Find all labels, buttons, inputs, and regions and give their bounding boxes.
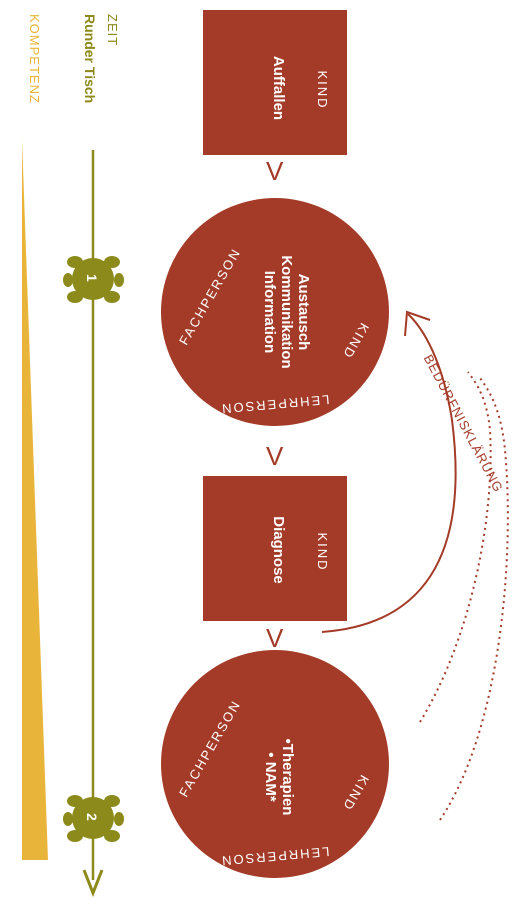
circle-therapien-text: •Therapien • NAM* xyxy=(262,727,296,827)
box-diagnose-title-wrap: Diagnose xyxy=(270,510,287,590)
box-auffallen-text: KIND xyxy=(315,40,330,140)
circle2-line-2: • NAM* xyxy=(262,752,279,802)
box-diagnose-role: KIND xyxy=(315,532,330,572)
box-auffallen-role: KIND xyxy=(315,70,330,110)
box-diagnose-title: Diagnose xyxy=(270,516,287,584)
kompetenz-wedge xyxy=(22,140,48,860)
box-auffallen xyxy=(203,10,347,155)
box-diagnose-role-wrap: KIND xyxy=(315,512,330,592)
round-table-marker-1 xyxy=(63,256,124,303)
circle2-line-1: •Therapien xyxy=(279,738,296,816)
box-diagnose xyxy=(203,476,347,621)
circle1-line-2: Kommunikation xyxy=(278,255,295,369)
flow-arrow-3: V xyxy=(266,623,284,653)
timeline-arrowhead xyxy=(82,869,104,898)
kompetenz-label: KOMPETENZ xyxy=(27,14,42,104)
round-table-marker-2 xyxy=(63,795,124,842)
circle1-line-1: Austausch xyxy=(295,273,312,351)
circle1-line-3: Information xyxy=(261,270,278,354)
box-auffallen-title-wrap: Auffallen xyxy=(270,38,287,138)
dotted-feedback-1 xyxy=(419,371,492,723)
flow-arrow-1: V xyxy=(266,156,284,186)
circle-austausch-text: Austausch Kommunikation Information xyxy=(261,247,312,377)
marker-number-2: 2 xyxy=(84,813,100,821)
runder-tisch-label: Runder Tisch xyxy=(82,14,98,104)
box-auffallen-title: Auffallen xyxy=(270,55,287,121)
flow-arrow-2: V xyxy=(266,441,284,471)
zeit-label: ZEIT xyxy=(105,14,120,47)
circle-austausch xyxy=(161,198,389,426)
circle-therapien xyxy=(161,650,389,878)
marker-number-1: 1 xyxy=(84,274,100,282)
feedback-arrow xyxy=(321,313,457,633)
feedback-arrowhead xyxy=(404,310,431,337)
dotted-feedback-2 xyxy=(439,377,509,821)
